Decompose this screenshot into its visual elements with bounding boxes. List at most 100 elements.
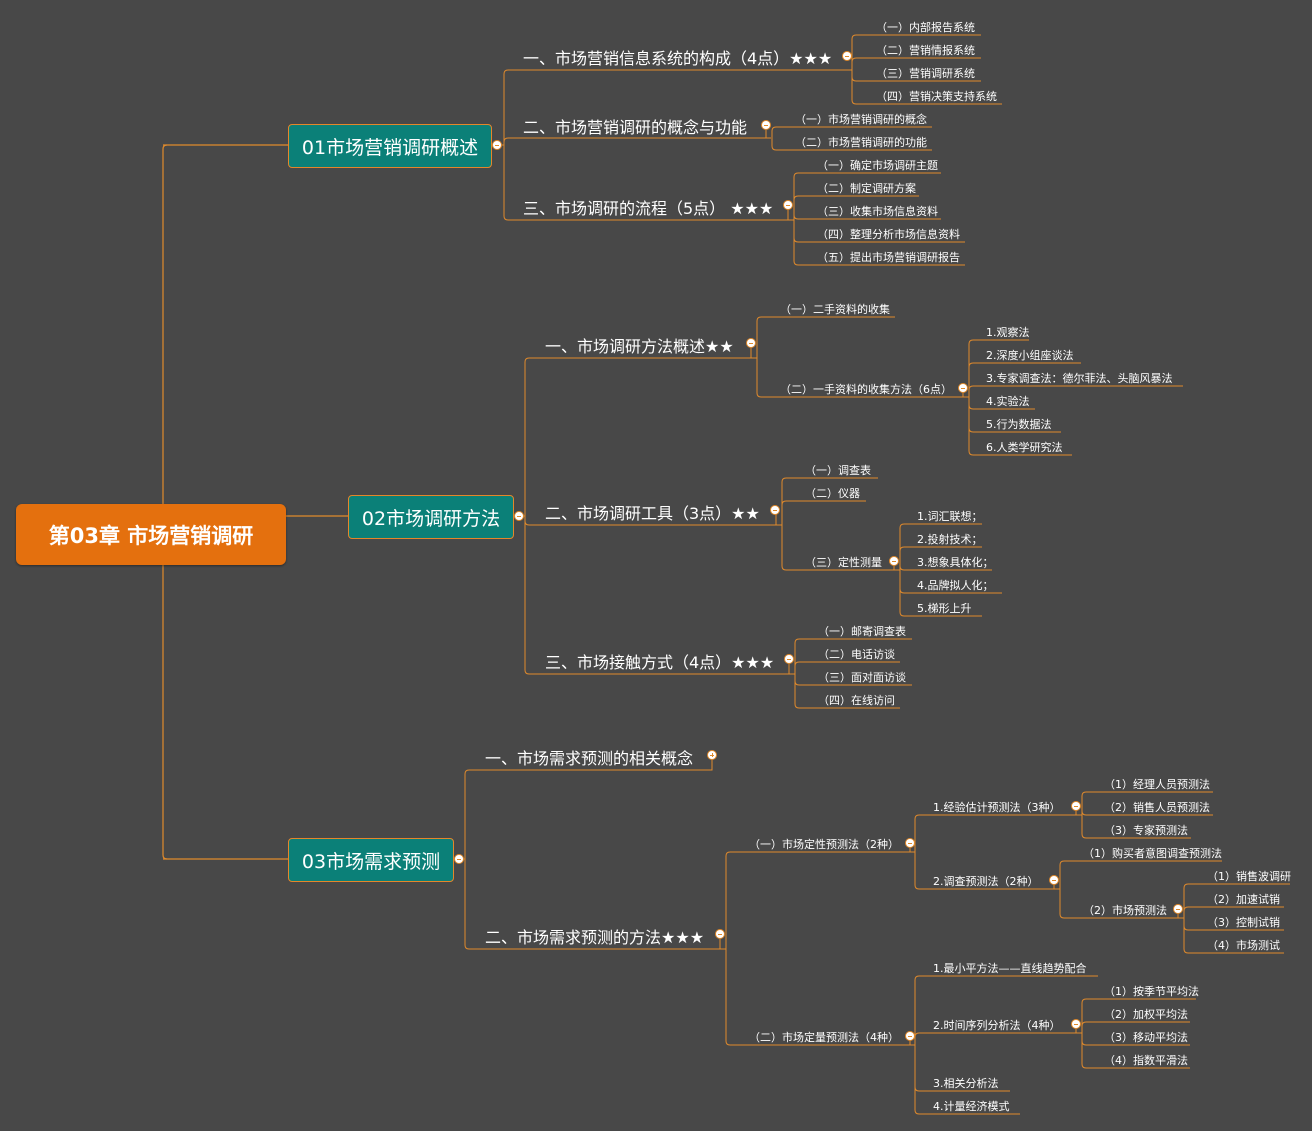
- b3-n-time-series-item[interactable]: （1）按季节平均法: [1104, 985, 1199, 998]
- b3-q-experience-collapse-toggle[interactable]: [1071, 801, 1081, 811]
- b3-q-experience-item[interactable]: （1）经理人员预测法: [1104, 778, 1210, 791]
- b1-s3-collapse-toggle[interactable]: [783, 200, 793, 210]
- b3-n-time-series-item[interactable]: （3）移动平均法: [1104, 1031, 1188, 1044]
- b3-q-market-forecast[interactable]: （2）市场预测法: [1083, 904, 1167, 917]
- b2-s2-item[interactable]: （二）仪器: [805, 487, 860, 500]
- b3-q-market-forecast-item[interactable]: （4）市场测试: [1207, 939, 1280, 952]
- b2-s2-collapse-toggle[interactable]: [770, 505, 780, 515]
- b1-s1-item[interactable]: （四）营销决策支持系统: [876, 90, 997, 103]
- b3-q-experience-item[interactable]: （2）销售人员预测法: [1104, 801, 1210, 814]
- branch-01-topic[interactable]: 01市场营销调研概述: [288, 124, 492, 168]
- b2-s1-method-item[interactable]: 2.深度小组座谈法: [986, 349, 1074, 362]
- b1-s3-item[interactable]: （二）制定调研方案: [817, 182, 916, 195]
- b3-s2-collapse-toggle[interactable]: [715, 929, 725, 939]
- b2-s1-method-item[interactable]: 5.行为数据法: [986, 418, 1052, 431]
- b2-s1-primary-collapse-toggle[interactable]: [958, 383, 968, 393]
- connector-line: [794, 638, 800, 644]
- b3-n-time-series-item[interactable]: （4）指数平滑法: [1104, 1054, 1188, 1067]
- connector-line: [794, 680, 800, 686]
- b3-n-time-series-item[interactable]: （2）加权平均法: [1104, 1008, 1188, 1021]
- b2-s3-item[interactable]: （二）电话访谈: [818, 648, 895, 661]
- b3-q-market-forecast-item[interactable]: （1）销售波调研: [1207, 870, 1291, 883]
- b2-s3-collapse-toggle[interactable]: [784, 654, 794, 664]
- b3-q-survey-method[interactable]: 2.调查预测法（2种）: [933, 875, 1039, 888]
- branch-02-collapse-toggle[interactable]: [514, 511, 524, 521]
- b2-s3-topic[interactable]: 三、市场接触方式（4点）★★★: [545, 653, 775, 672]
- b1-s1-item[interactable]: （三）营销调研系统: [876, 67, 975, 80]
- b3-qualitative-collapse-toggle[interactable]: [905, 838, 915, 848]
- b2-s3-item[interactable]: （三）面对面访谈: [818, 671, 906, 684]
- b1-s2-item[interactable]: （二）市场营销调研的功能: [795, 136, 927, 149]
- b3-q-experience-method[interactable]: 1.经验估计预测法（3种）: [933, 801, 1061, 814]
- connector-line: [524, 669, 530, 675]
- b2-s1-method-item[interactable]: 1.观察法: [986, 326, 1030, 339]
- connector-line: [1183, 925, 1189, 931]
- root-topic[interactable]: 第03章 市场营销调研: [16, 504, 286, 565]
- b2-s2-technique-item[interactable]: 2.投射技术；: [917, 533, 983, 546]
- b2-s1-primary-data[interactable]: （二）一手资料的收集方法（6点）: [780, 383, 952, 396]
- b1-s1-item[interactable]: （二）营销情报系统: [876, 44, 975, 57]
- b3-n-time-series-collapse-toggle[interactable]: [1071, 1019, 1081, 1029]
- b3-s1-topic[interactable]: 一、市场需求预测的相关概念: [485, 749, 694, 768]
- connector-line: [899, 546, 905, 552]
- b3-n-econometric[interactable]: 4.计量经济模式: [933, 1100, 1010, 1113]
- b2-s2-technique-item[interactable]: 1.词汇联想；: [917, 510, 983, 523]
- connector-line: [899, 588, 905, 594]
- b3-q-market-forecast-collapse-toggle[interactable]: [1173, 904, 1183, 914]
- connector-line: [524, 520, 530, 526]
- b2-s2-technique-item[interactable]: 3.想象具体化；: [917, 556, 994, 569]
- b1-s3-item[interactable]: （五）提出市场营销调研报告: [817, 251, 960, 264]
- b3-n-least-squares[interactable]: 1.最小平方法——直线趋势配合: [933, 962, 1087, 975]
- b3-q-market-forecast-item[interactable]: （2）加速试销: [1207, 893, 1280, 906]
- connector-line: [756, 392, 762, 398]
- b2-s2-technique-item[interactable]: 4.品牌拟人化；: [917, 579, 994, 592]
- connector-line: [1183, 906, 1189, 912]
- b1-s1-collapse-toggle[interactable]: [842, 51, 852, 61]
- b2-s2-qualitative[interactable]: （三）定性测量: [805, 556, 882, 569]
- b3-q-market-forecast-item[interactable]: （3）控制试销: [1207, 916, 1280, 929]
- b1-s2-collapse-toggle[interactable]: [761, 120, 771, 130]
- connector-line: [781, 565, 787, 571]
- connector-line: [706, 755, 713, 771]
- connector-line: [787, 205, 794, 221]
- b3-q-survey-collapse-toggle[interactable]: [1049, 875, 1059, 885]
- branch-01-collapse-toggle[interactable]: [492, 140, 502, 150]
- connector-line: [793, 237, 799, 243]
- connector-line: [1183, 948, 1189, 954]
- b3-n-time-series[interactable]: 2.时间序列分析法（4种）: [933, 1019, 1061, 1032]
- b1-s3-item[interactable]: （四）整理分析市场信息资料: [817, 228, 960, 241]
- b1-s3-topic[interactable]: 三、市场调研的流程（5点） ★★★: [523, 199, 774, 218]
- b3-s2-topic[interactable]: 二、市场需求预测的方法★★★: [485, 928, 705, 947]
- b2-s1-topic[interactable]: 一、市场调研方法概述★★: [545, 337, 734, 356]
- connector-line: [899, 565, 905, 571]
- b2-s2-technique-item[interactable]: 5.梯形上升: [917, 602, 972, 615]
- b2-s1-method-item[interactable]: 3.专家调查法：德尔菲法、头脑风暴法: [986, 372, 1173, 385]
- b1-s1-item[interactable]: （一）内部报告系统: [876, 21, 975, 34]
- b3-quantitative-method[interactable]: （二）市场定量预测法（4种）: [749, 1031, 899, 1044]
- b2-s1-secondary-data[interactable]: （一）二手资料的收集: [780, 303, 890, 316]
- branch-03-collapse-toggle[interactable]: [454, 854, 464, 864]
- connector-line: [851, 99, 857, 105]
- b1-s1-topic[interactable]: 一、市场营销信息系统的构成（4点）★★★: [523, 49, 833, 68]
- connector-line: [503, 69, 509, 75]
- b1-s3-item[interactable]: （三）收集市场信息资料: [817, 205, 938, 218]
- b2-s3-item[interactable]: （四）在线访问: [818, 694, 895, 707]
- b1-s2-topic[interactable]: 二、市场营销调研的概念与功能: [523, 118, 748, 137]
- b3-q-experience-item[interactable]: （3）专家预测法: [1104, 824, 1188, 837]
- b2-s2-item[interactable]: （一）调查表: [805, 464, 871, 477]
- b2-s1-method-item[interactable]: 6.人类学研究法: [986, 441, 1063, 454]
- b2-s2-topic[interactable]: 二、市场调研工具（3点）★★: [545, 504, 760, 523]
- b3-s1-expand-toggle[interactable]: [707, 750, 717, 760]
- b2-s1-method-item[interactable]: 4.实验法: [986, 395, 1030, 408]
- b1-s3-item[interactable]: （一）确定市场调研主题: [817, 159, 938, 172]
- b3-qualitative-method[interactable]: （一）市场定性预测法（2种）: [749, 838, 899, 851]
- b3-n-correlation[interactable]: 3.相关分析法: [933, 1077, 999, 1090]
- b2-s3-item[interactable]: （一）邮寄调查表: [818, 625, 906, 638]
- b1-s2-item[interactable]: （一）市场营销调研的概念: [795, 113, 927, 126]
- b3-quantitative-collapse-toggle[interactable]: [905, 1031, 915, 1041]
- b2-s1-collapse-toggle[interactable]: [746, 338, 756, 348]
- branch-03-topic[interactable]: 03市场需求预测: [288, 838, 454, 882]
- b3-q-buyer-intention[interactable]: （1）购买者意图调查预测法: [1083, 847, 1222, 860]
- branch-02-topic[interactable]: 02市场调研方法: [348, 495, 514, 539]
- b2-s2-qualitative-collapse-toggle[interactable]: [889, 556, 899, 566]
